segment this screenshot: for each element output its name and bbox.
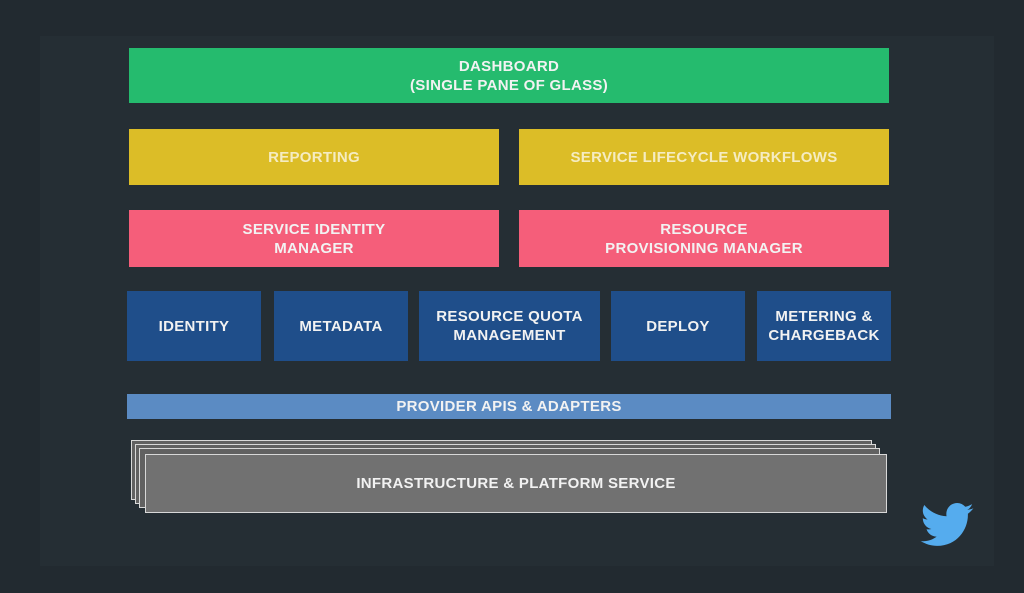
service-lifecycle-workflows-layer: SERVICE LIFECYCLE WORKFLOWS bbox=[519, 129, 889, 185]
deploy-service-box: DEPLOY bbox=[611, 291, 745, 361]
deploy-service-label: DEPLOY bbox=[646, 317, 710, 335]
resource-quota-management-label: RESOURCE QUOTA MANAGEMENT bbox=[436, 308, 583, 344]
dashboard-label: DASHBOARD (SINGLE PANE OF GLASS) bbox=[410, 57, 608, 94]
resource-quota-management-box: RESOURCE QUOTA MANAGEMENT bbox=[419, 291, 600, 361]
service-identity-manager-layer: SERVICE IDENTITY MANAGER bbox=[129, 210, 499, 267]
metadata-service-box: METADATA bbox=[274, 291, 408, 361]
dashboard-layer: DASHBOARD (SINGLE PANE OF GLASS) bbox=[129, 48, 889, 103]
resource-provisioning-manager-label: RESOURCE PROVISIONING MANAGER bbox=[605, 220, 803, 257]
service-lifecycle-workflows-label: SERVICE LIFECYCLE WORKFLOWS bbox=[570, 148, 838, 166]
twitter-bird-icon bbox=[920, 503, 974, 546]
provider-apis-adapters-layer: PROVIDER APIS & ADAPTERS bbox=[127, 394, 891, 419]
identity-service-box: IDENTITY bbox=[127, 291, 261, 361]
resource-provisioning-manager-layer: RESOURCE PROVISIONING MANAGER bbox=[519, 210, 889, 267]
metering-chargeback-label: METERING & CHARGEBACK bbox=[768, 308, 880, 344]
identity-service-label: IDENTITY bbox=[158, 317, 230, 335]
reporting-label: REPORTING bbox=[268, 148, 360, 166]
infrastructure-platform-service-layer: INFRASTRUCTURE & PLATFORM SERVICE bbox=[145, 454, 887, 513]
provider-apis-adapters-label: PROVIDER APIS & ADAPTERS bbox=[396, 398, 622, 415]
service-identity-manager-label: SERVICE IDENTITY MANAGER bbox=[242, 220, 386, 257]
metering-chargeback-box: METERING & CHARGEBACK bbox=[757, 291, 891, 361]
infrastructure-platform-service-label: INFRASTRUCTURE & PLATFORM SERVICE bbox=[356, 475, 676, 492]
reporting-layer: REPORTING bbox=[129, 129, 499, 185]
metadata-service-label: METADATA bbox=[299, 317, 383, 335]
